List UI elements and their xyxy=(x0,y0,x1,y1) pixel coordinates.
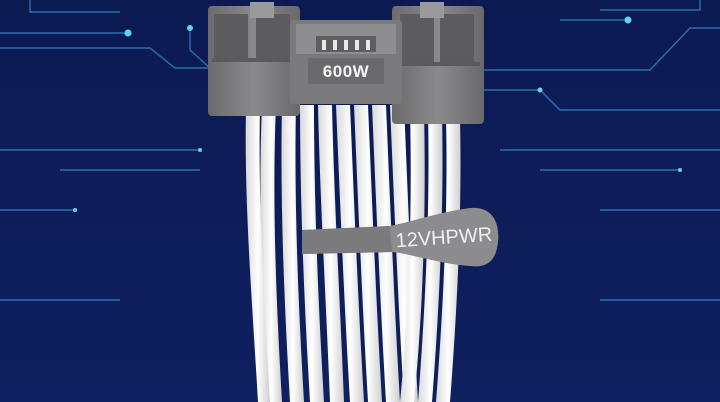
circuit-lines xyxy=(0,0,720,301)
circuit-nodes xyxy=(73,16,682,212)
left-pcie-connector xyxy=(208,2,300,116)
wattage-label: 600W xyxy=(322,62,370,81)
cable-tag xyxy=(302,207,499,267)
right-pcie-connector xyxy=(392,2,484,124)
center-12vhpwr-connector xyxy=(290,20,402,104)
